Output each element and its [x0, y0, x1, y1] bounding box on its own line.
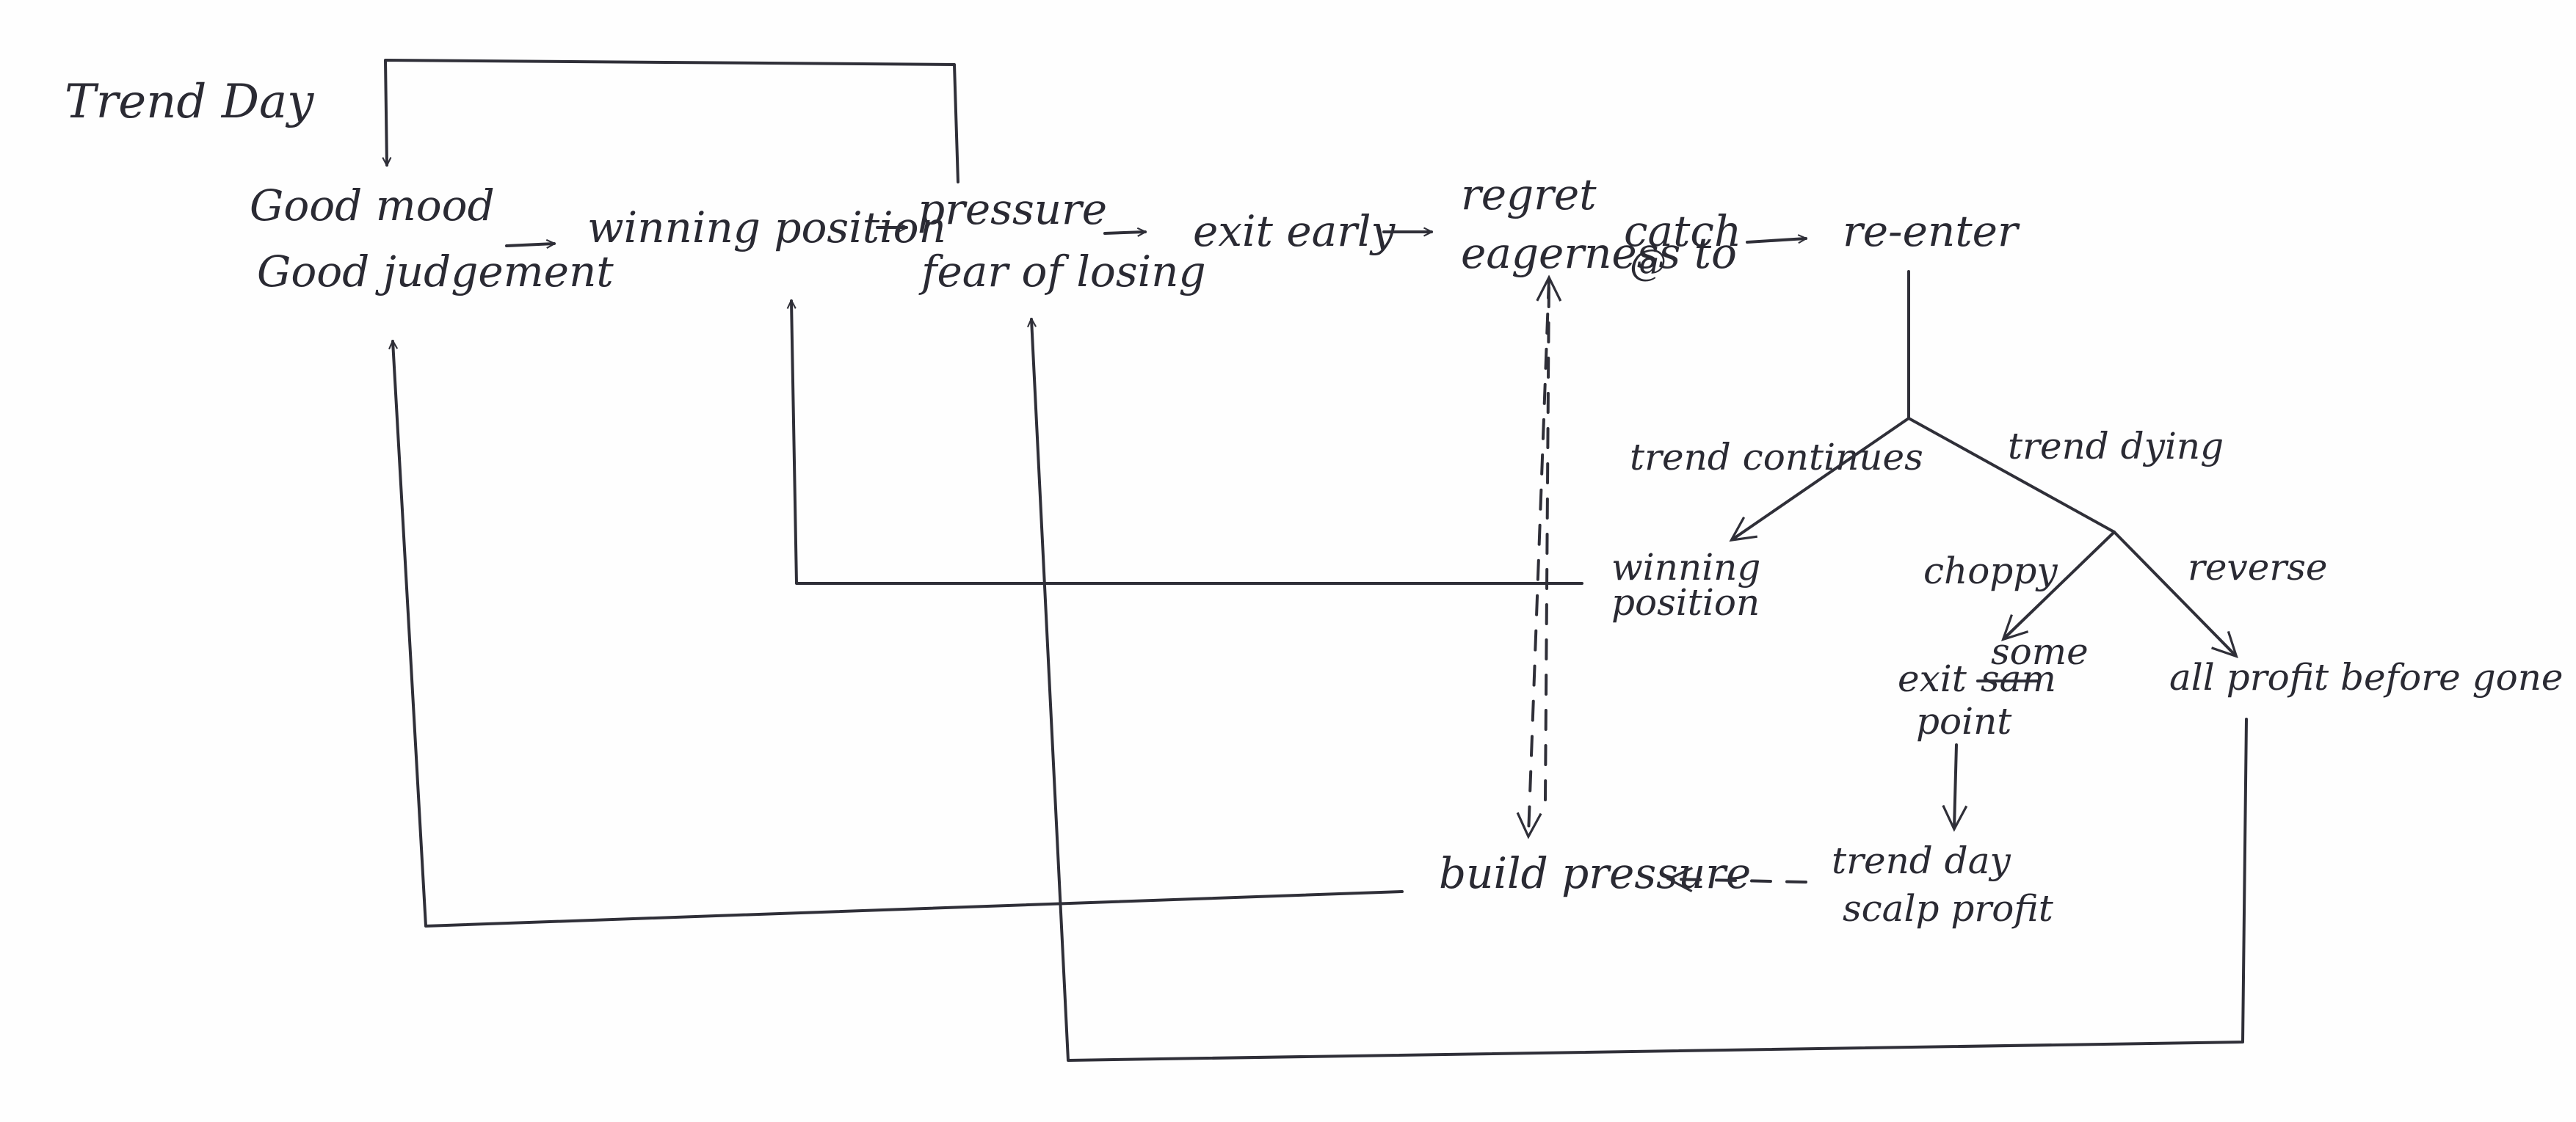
arrow-mood-to-winning	[505, 244, 554, 246]
node-exit-early: exit early	[1193, 206, 1396, 256]
node-pressure: pressure	[918, 184, 1107, 234]
arrow-build-to-good-judgement	[393, 341, 1404, 928]
node-exit: exit	[1898, 657, 1967, 700]
node-catch-scribble: @	[1630, 241, 1666, 284]
node-re-enter: re-enter	[1843, 206, 2020, 256]
node-point: point	[1916, 700, 2012, 743]
edge-label-trend-dying: trend dying	[2008, 425, 2224, 467]
node-trend-day: trend day	[1832, 839, 2011, 882]
node-some-crossed: sam	[1981, 657, 2056, 700]
arrow-scalp-to-build-pressure	[1666, 867, 1807, 893]
edge-label-reverse: reverse	[2188, 546, 2327, 589]
node-all-profit: all profit before gone	[2169, 656, 2564, 699]
edge-label-choppy: choppy	[1923, 550, 2058, 592]
node-build-pressure: build pressure	[1439, 848, 1751, 898]
arrow-exit-to-scalp	[1942, 743, 1968, 832]
edge-label-trend-continues: trend continues	[1630, 436, 1923, 478]
node-good-judgement: Good judgement	[257, 247, 614, 296]
arrow-all-profit-to-fear	[1031, 319, 2248, 1062]
line-trend-dying	[1907, 417, 2116, 533]
node-catch: catch	[1624, 206, 1741, 256]
node-winning-position-2-line2: position	[1611, 581, 1760, 624]
arrow-pressure-to-good-mood	[385, 59, 959, 183]
arrow-trend-continues	[1729, 417, 1910, 542]
arrow-pressure-to-exit	[1103, 232, 1145, 233]
node-fear-of-losing: fear of losing	[918, 247, 1206, 296]
arrow-winning2-to-winning	[791, 301, 1583, 585]
arrow-reverse	[2113, 531, 2238, 658]
node-scalp-profit: scalp profit	[1843, 887, 2054, 930]
node-good-mood: Good mood	[250, 181, 495, 230]
node-eagerness: eagerness to	[1461, 228, 1737, 278]
arrow-build-to-regret	[1536, 274, 1562, 801]
arrow-catch-to-reenter	[1746, 238, 1806, 242]
arrow-regret-to-build	[1516, 277, 1550, 839]
node-winning-position-2-line1: winning	[1611, 546, 1760, 589]
arrow-choppy	[2000, 531, 2116, 641]
diagram-title: Trend Day	[65, 75, 314, 129]
node-regret: regret	[1461, 170, 1597, 219]
